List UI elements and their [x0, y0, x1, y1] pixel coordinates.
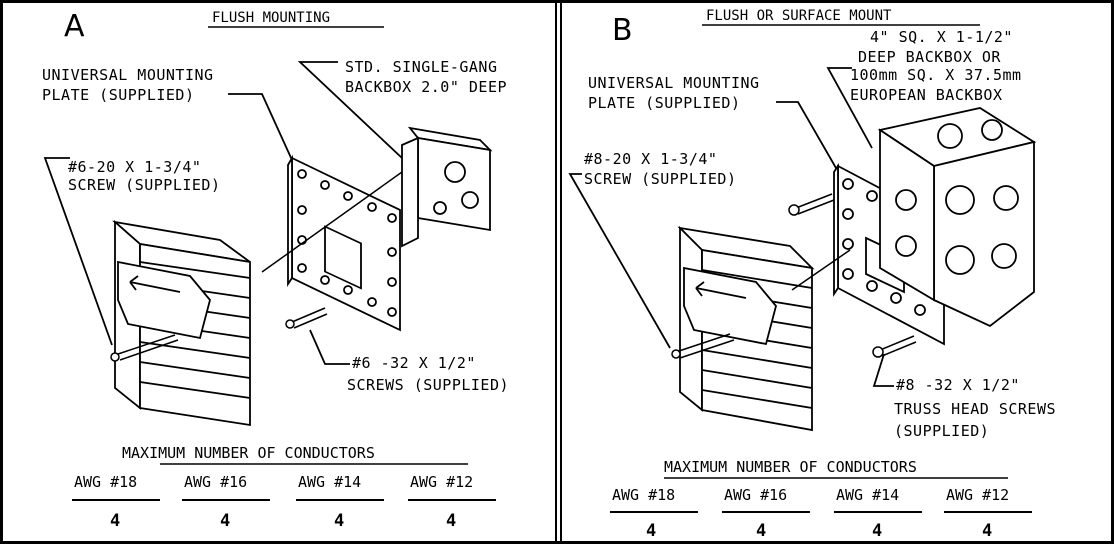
panel-b-table-header-2: AWG #16	[724, 486, 787, 504]
panel-b-small-screw	[872, 335, 917, 358]
panel-b-backbox-label-2: DEEP BACKBOX OR	[858, 48, 1001, 66]
panel-b-backbox	[877, 107, 1037, 328]
panel-b-conductor-table: MAXIMUM NUMBER OF CONDUCTORS AWG #18 AWG…	[610, 458, 1032, 541]
panel-a-table-header-4: AWG #12	[410, 473, 473, 491]
panel-a-title: FLUSH MOUNTING	[212, 10, 330, 26]
panel-b-device	[677, 225, 815, 432]
panel-b: B FLUSH OR SURFACE MOUNT 4" SQ. X 1-1/2"…	[568, 8, 1056, 541]
panel-b-letter: B	[612, 13, 633, 48]
panel-a-screw-long	[110, 334, 179, 362]
panel-a-small-screw	[285, 307, 328, 329]
panel-b-backbox-label-3: 100mm SQ. X 37.5mm	[850, 66, 1022, 84]
panel-a-conductor-table: MAXIMUM NUMBER OF CONDUCTORS AWG #18 AWG…	[72, 444, 496, 531]
panel-a-small-screw-label-2: SCREWS (SUPPLIED)	[347, 376, 509, 394]
panel-b-small-screw-label-3: (SUPPLIED)	[894, 422, 989, 440]
panel-b-screw-long	[671, 333, 735, 359]
panel-b-table-value-4: 4	[982, 521, 992, 541]
panel-b-backbox-leader	[826, 67, 873, 149]
panel-b-backbox-label-4: EUROPEAN BACKBOX	[850, 86, 1003, 104]
panel-b-table-value-2: 4	[756, 521, 766, 541]
panel-b-small-screw-label-2: TRUSS HEAD SCREWS	[894, 400, 1056, 418]
panel-b-table-title: MAXIMUM NUMBER OF CONDUCTORS	[664, 458, 917, 476]
panel-b-table-value-1: 4	[646, 521, 656, 541]
panel-a-mounting-plate	[287, 154, 401, 332]
panel-a-table-title: MAXIMUM NUMBER OF CONDUCTORS	[122, 444, 375, 462]
panel-a-small-screw-leader	[309, 329, 350, 365]
panel-a-table-value-4: 4	[446, 511, 456, 531]
panel-b-plate-leader	[776, 101, 837, 169]
panel-a-letter: A	[64, 9, 85, 44]
panel-a-backbox-label-1: STD. SINGLE-GANG	[345, 58, 498, 76]
panel-a-screw-label-2: SCREW (SUPPLIED)	[68, 176, 221, 194]
panel-b-axis-line	[791, 249, 851, 291]
panel-b-screw-label-1: #8-20 X 1-3/4"	[584, 150, 717, 168]
panel-a: A FLUSH MOUNTING UNIVERSAL MOUNTING PLAT…	[42, 9, 509, 531]
panel-a-backbox	[401, 126, 493, 248]
panel-b-plate-label-1: UNIVERSAL MOUNTING	[588, 74, 760, 92]
panel-b-small-screw-label-1: #8 -32 X 1/2"	[896, 376, 1020, 394]
panel-b-small-screw-leader	[872, 353, 894, 387]
panel-b-table-header-3: AWG #14	[836, 486, 899, 504]
panel-b-table-value-3: 4	[872, 521, 882, 541]
panel-a-axis-line	[261, 171, 403, 273]
panel-a-plate-label-2: PLATE (SUPPLIED)	[42, 86, 195, 104]
panel-a-small-screw-label-1: #6 -32 X 1/2"	[352, 354, 476, 372]
panel-a-table-value-3: 4	[334, 511, 344, 531]
panel-b-backbox-label-1: 4" SQ. X 1-1/2"	[870, 28, 1013, 46]
panel-a-table-value-2: 4	[220, 511, 230, 531]
panel-b-table-header-4: AWG #12	[946, 486, 1009, 504]
panel-a-screw-leader	[43, 157, 113, 346]
panel-b-table-header-1: AWG #18	[612, 486, 675, 504]
panel-b-title: FLUSH OR SURFACE MOUNT	[706, 8, 892, 24]
panel-a-plate-leader	[228, 93, 293, 161]
panel-a-backbox-label-2: BACKBOX 2.0" DEEP	[345, 78, 507, 96]
panel-a-device	[112, 220, 251, 427]
panel-b-plate-label-2: PLATE (SUPPLIED)	[588, 94, 741, 112]
panel-b-screw-label-2: SCREW (SUPPLIED)	[584, 170, 737, 188]
panel-a-screw-label-1: #6-20 X 1-3/4"	[68, 158, 201, 176]
panel-a-table-header-3: AWG #14	[298, 473, 361, 491]
panel-b-screw-leader	[568, 173, 671, 349]
panel-a-table-header-1: AWG #18	[74, 473, 137, 491]
panel-a-table-header-2: AWG #16	[184, 473, 247, 491]
panel-b-screw-top	[788, 193, 835, 216]
panel-a-backbox-leader	[297, 61, 403, 159]
panel-a-plate-label-1: UNIVERSAL MOUNTING	[42, 66, 214, 84]
panel-a-table-value-1: 4	[110, 511, 120, 531]
